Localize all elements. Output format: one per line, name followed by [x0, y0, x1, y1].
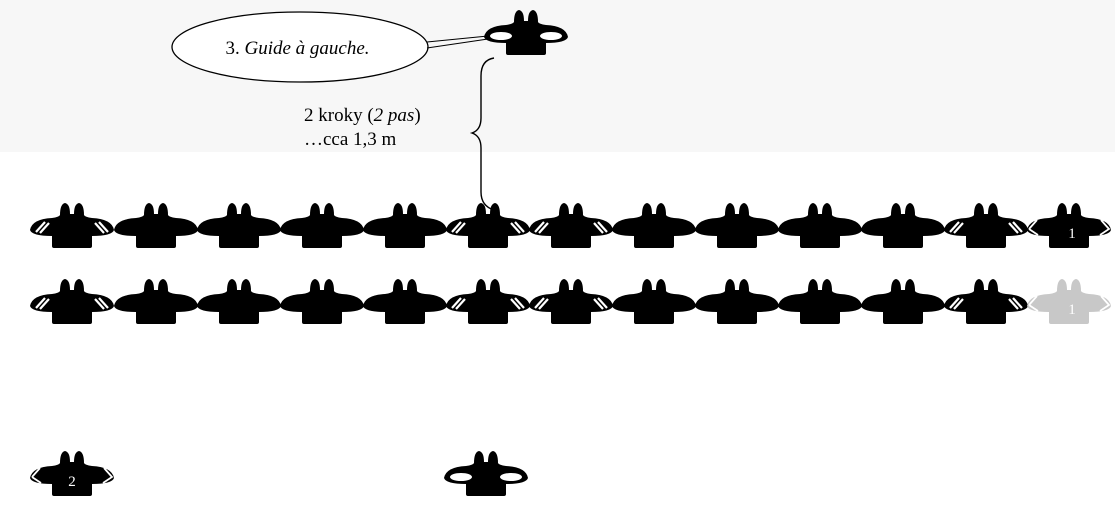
callout-command: Guide à gauche.	[244, 38, 370, 59]
soldier-icon	[695, 203, 779, 248]
soldier-icon	[197, 279, 281, 324]
soldier-icon	[30, 279, 114, 324]
soldier-icon	[695, 279, 779, 324]
soldier-icon	[280, 203, 364, 248]
distance-steps-french: 2 pas	[373, 105, 415, 126]
soldier-icon	[114, 203, 198, 248]
soldier-icon	[861, 279, 945, 324]
distance-steps: 2 kroky (	[304, 105, 374, 126]
first-rank	[30, 203, 1111, 248]
top-background-band	[0, 0, 1115, 152]
soldier-icon	[529, 203, 613, 248]
soldier-icon	[446, 279, 530, 324]
soldier-icon	[446, 203, 530, 248]
soldier-icon	[30, 203, 114, 248]
rank1-guide-badge: 1	[1068, 226, 1076, 242]
soldier-icon	[778, 279, 862, 324]
distance-line-1: 2 kroky (2 pas)	[304, 104, 421, 128]
soldier-icon	[363, 203, 447, 248]
distance-line-2: …cca 1,3 m	[304, 129, 397, 150]
distance-brace	[469, 57, 495, 211]
distance-label: 2 kroky (2 pas) …cca 1,3 m	[304, 104, 421, 152]
callout-text: 3. Guide à gauche.	[190, 34, 405, 64]
callout-number: 3.	[225, 38, 240, 59]
commander-bottom-icon	[444, 451, 528, 496]
soldier-icon	[861, 203, 945, 248]
callout-pointer	[426, 35, 489, 43]
soldier-icon	[114, 279, 198, 324]
callout-bubble	[171, 11, 429, 83]
soldier-icon	[944, 203, 1028, 248]
soldier-icon	[612, 203, 696, 248]
rank2-guide-badge: 1	[1068, 302, 1076, 318]
commander-figure-icon	[484, 10, 568, 55]
soldier-icon	[280, 279, 364, 324]
soldier-icon	[778, 203, 862, 248]
soldier-icon	[944, 279, 1028, 324]
soldier-icon	[197, 203, 281, 248]
soldier-icon	[529, 279, 613, 324]
soldier-icon	[612, 279, 696, 324]
soldier-icon	[363, 279, 447, 324]
second-file-badge: 2	[68, 474, 76, 490]
distance-close-paren: )	[414, 105, 421, 126]
second-rank	[30, 279, 1112, 324]
